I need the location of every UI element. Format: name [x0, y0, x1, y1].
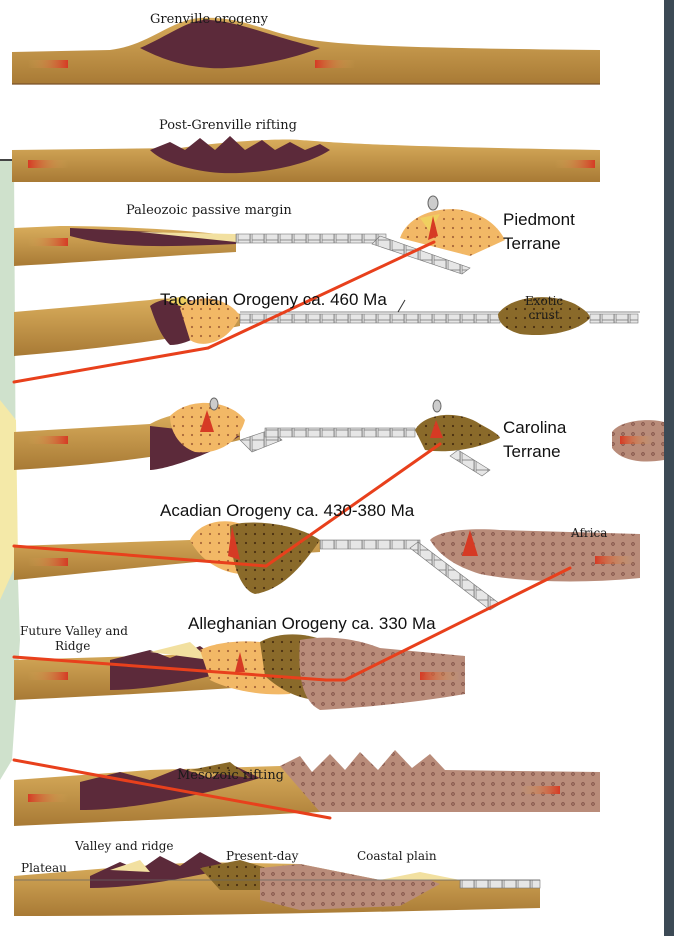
label-exotic-line1: Exotic: [525, 294, 563, 308]
label-future-valley-ridge: Future Valley and Ridge: [20, 624, 128, 654]
label-carolina-terrane: Carolina Terrane: [503, 416, 566, 464]
stage-label-acadian: Acadian Orogeny ca. 430-380 Ma: [160, 499, 414, 523]
arrow-left-icon: [28, 160, 68, 168]
arrow-left-icon: [420, 672, 460, 680]
label-piedmont-line1: Piedmont: [503, 208, 575, 232]
label-piedmont-line2: Terrane: [503, 232, 575, 256]
arrow-right-icon: [28, 60, 68, 68]
arrow-right-icon: [28, 672, 68, 680]
label-carolina-line2: Terrane: [503, 440, 566, 464]
section-subduction-2: [14, 398, 664, 476]
stage-label-paleozoic: Paleozoic passive margin: [126, 203, 292, 218]
stage-label-grenville: Grenville orogeny: [150, 12, 268, 27]
label-piedmont-terrane: Piedmont Terrane: [503, 208, 575, 256]
arrow-right-icon: [28, 558, 68, 566]
stage-label-alleghanian: Alleghanian Orogeny ca. 330 Ma: [188, 612, 436, 636]
label-carolina-line1: Carolina: [503, 416, 566, 440]
label-plateau: Plateau: [21, 861, 67, 875]
window-edge-bar: [664, 0, 674, 936]
arrow-left-icon: [620, 436, 654, 444]
arrow-left-icon: [315, 60, 355, 68]
section-acadian: [14, 521, 640, 610]
arrow-right-icon: [28, 436, 68, 444]
label-future-vr-line2: Ridge: [20, 639, 128, 654]
arrow-left-icon: [595, 556, 635, 564]
label-valley-and-ridge: Valley and ridge: [75, 839, 174, 853]
label-africa: Africa: [571, 526, 607, 540]
arrow-right-icon: [520, 786, 560, 794]
stage-label-present-day: Present-day: [226, 849, 298, 863]
label-coastal-plain: Coastal plain: [357, 849, 437, 863]
arrow-left-icon: [28, 794, 68, 802]
section-grenville: [12, 18, 600, 84]
label-exotic-crust: Exotic crust: [525, 294, 563, 322]
label-exotic-line2: crust: [525, 308, 563, 322]
section-post-grenville: [12, 136, 600, 182]
arrow-right-icon: [28, 238, 68, 246]
arrow-right-icon: [555, 160, 595, 168]
stage-label-post-grenville: Post-Grenville rifting: [159, 118, 297, 133]
stage-label-taconian: Taconian Orogeny ca. 460 Ma: [160, 288, 387, 312]
stage-label-mesozoic: Mesozoic rifting: [177, 768, 284, 783]
label-future-vr-line1: Future Valley and: [20, 624, 128, 639]
